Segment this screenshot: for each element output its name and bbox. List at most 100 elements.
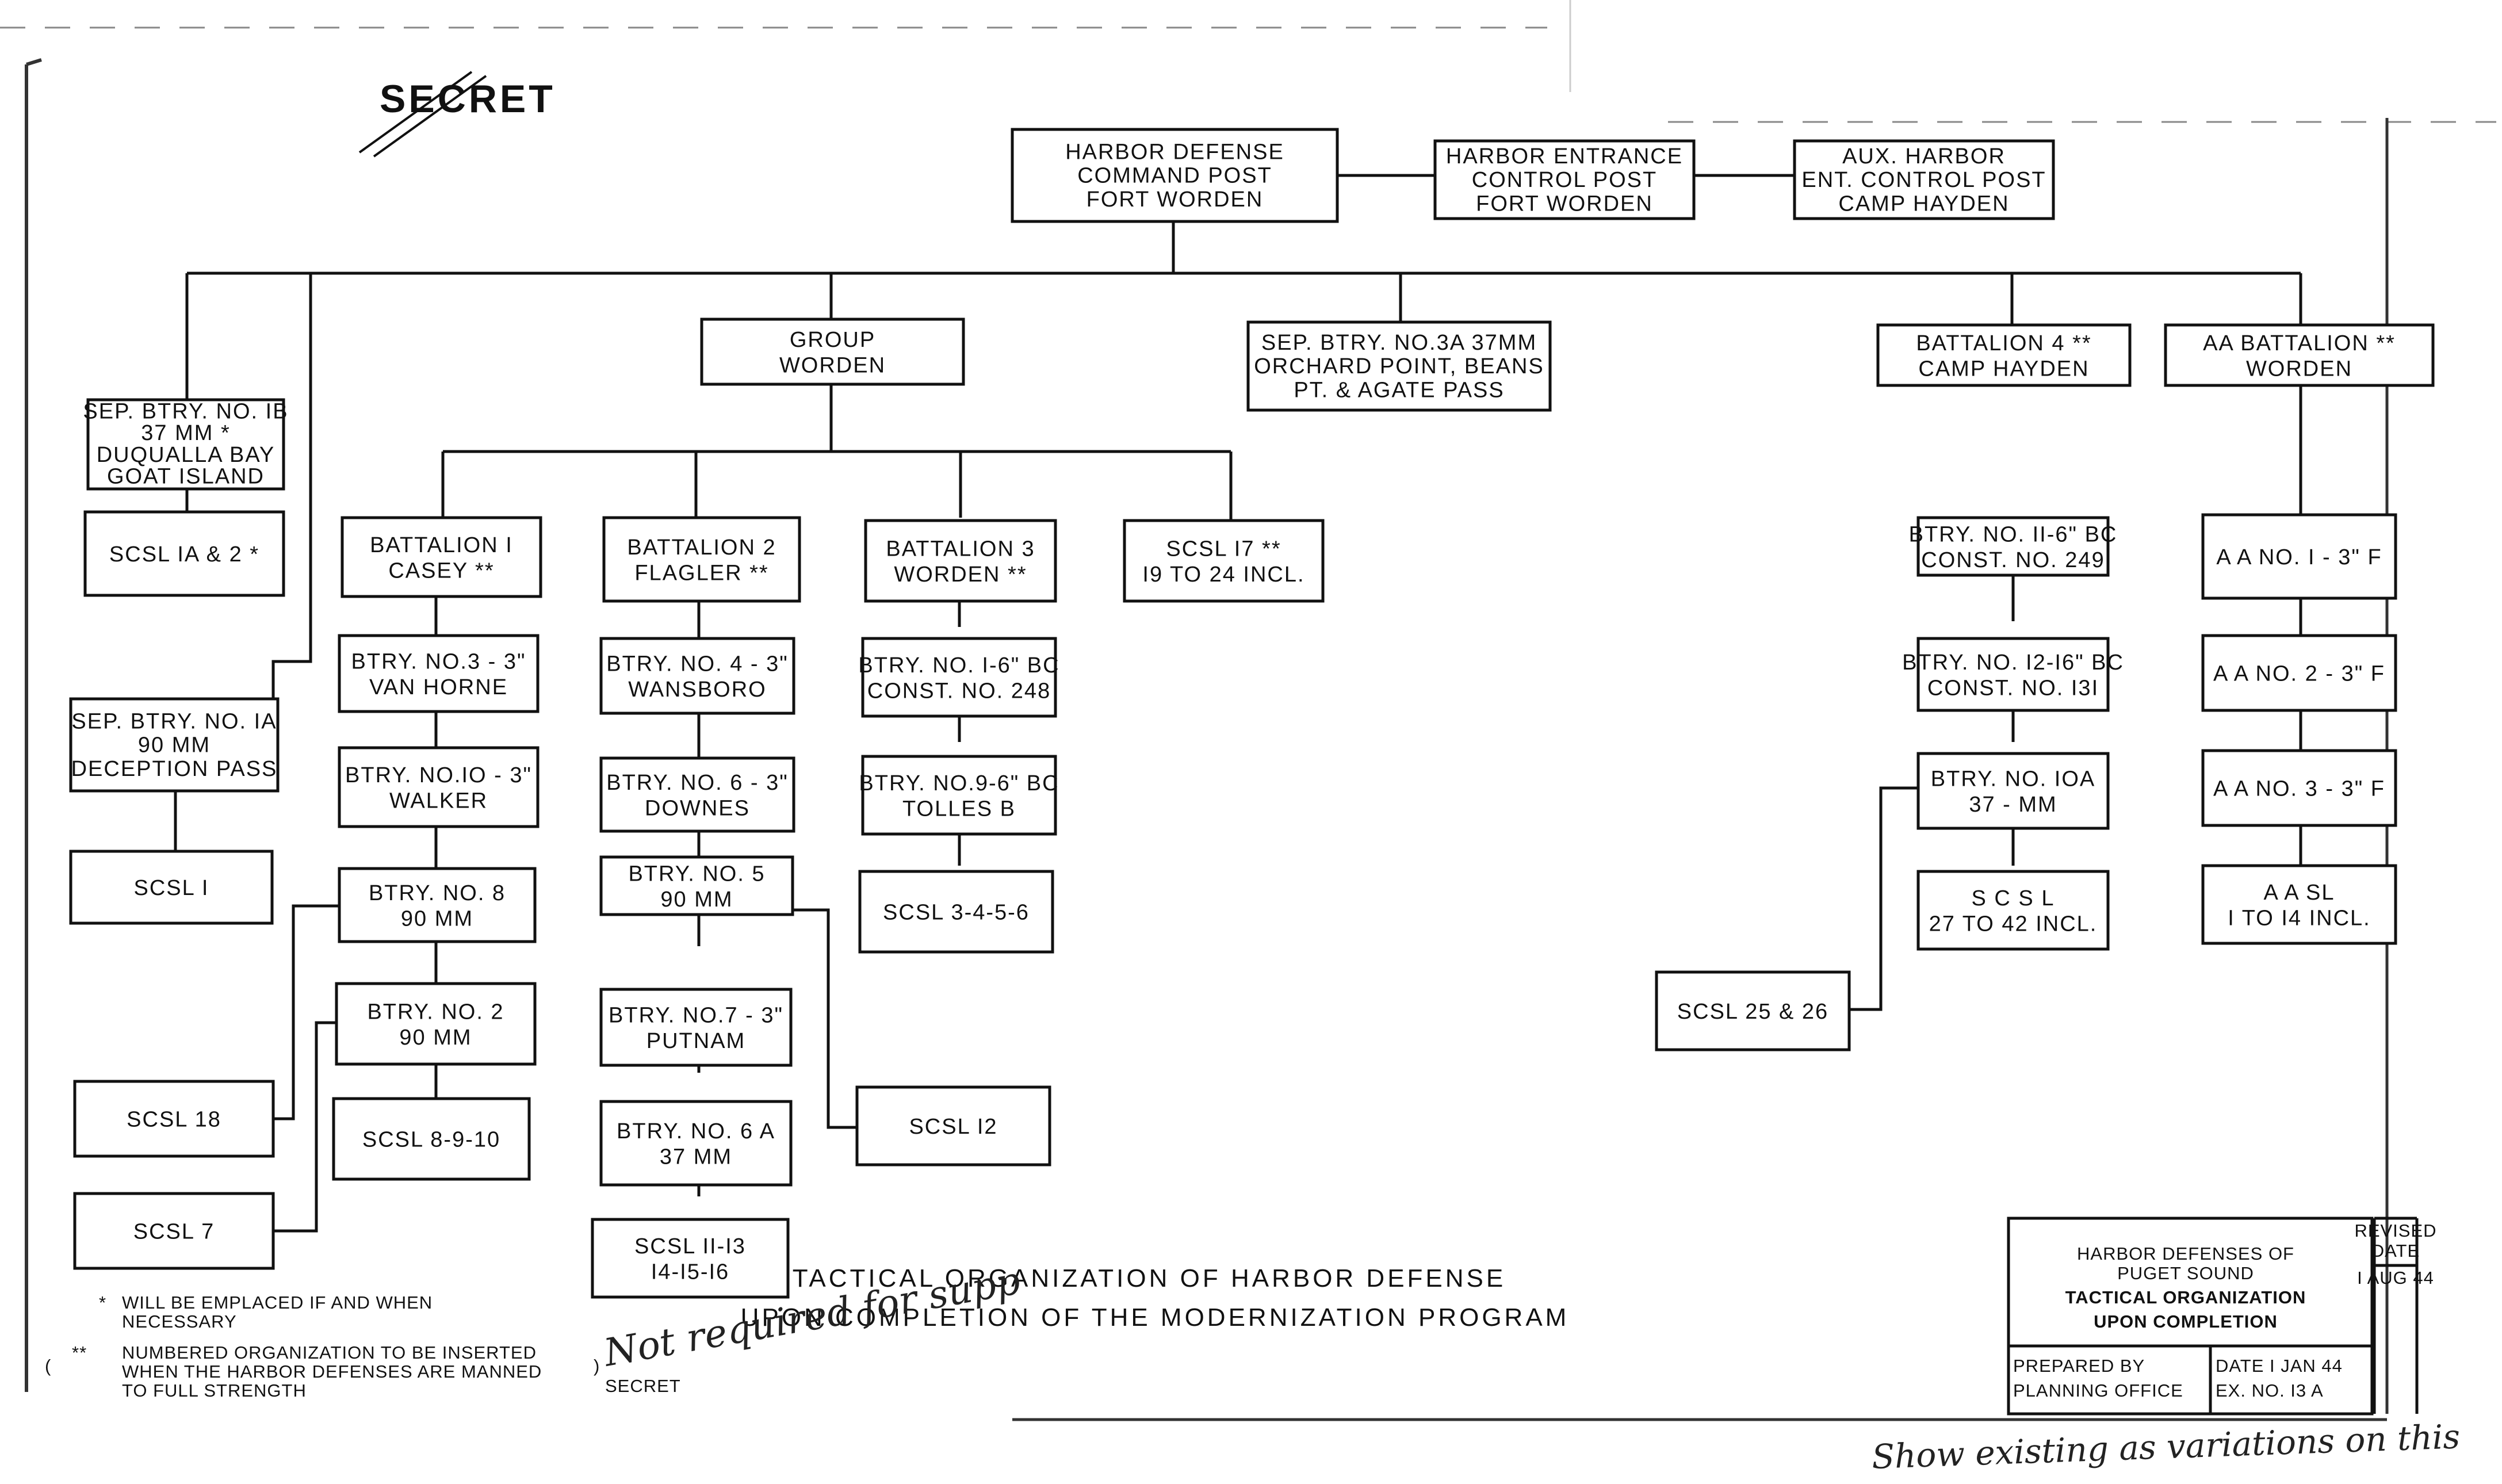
- org-box-label: BTRY. NO. 4 - 3": [606, 652, 789, 676]
- org-box-scsl3456: SCSL 3-4-5-6: [858, 870, 1054, 954]
- org-box-label: SCSL II-I3: [634, 1234, 746, 1259]
- org-box-b5: BTRY. NO. 590 MM: [599, 855, 794, 916]
- org-box-label: ENT. CONTROL POST: [1801, 168, 2046, 192]
- org-box-frame: [599, 756, 795, 833]
- revised-label-2: DATE: [2371, 1241, 2420, 1261]
- org-box-scsl2526: SCSL 25 & 26: [1655, 970, 1851, 1051]
- org-box-frame: [858, 870, 1054, 954]
- org-box-label: SCSL 25 & 26: [1677, 1000, 1828, 1024]
- org-box-frame: [1793, 139, 2055, 220]
- org-box-b8: BTRY. NO. 890 MM: [338, 867, 537, 943]
- org-box-label: BTRY. NO. 6 - 3": [606, 771, 789, 795]
- org-box-frame: [338, 746, 540, 828]
- org-box-scsl17: SCSL I7 **I9 TO 24 INCL.: [1123, 519, 1325, 603]
- org-box-label: WORDEN: [2246, 357, 2352, 381]
- org-box-label: BTRY. NO. II-6" BC: [1909, 522, 2118, 546]
- svg-text:): ): [594, 1356, 600, 1376]
- title-block-date: DATE I JAN 44: [2216, 1356, 2343, 1376]
- org-box-label: A A NO. I - 3" F: [2216, 545, 2382, 569]
- org-box-label: BTRY. NO. I2-I6" BC: [1902, 651, 2124, 675]
- org-box-label: VAN HORNE: [369, 675, 508, 699]
- org-box-frame: [332, 1097, 531, 1181]
- footnote-1-line1: WILL BE EMPLACED IF AND WHEN: [122, 1292, 433, 1313]
- org-box-label: CONST. NO. 249: [1921, 548, 2105, 572]
- org-box-label: BATTALION 3: [886, 537, 1035, 561]
- org-box-frame: [861, 755, 1057, 836]
- org-box-label: WANSBORO: [628, 678, 767, 702]
- org-box-frame: [599, 988, 793, 1067]
- org-box-label: 37 MM *: [141, 421, 230, 445]
- org-box-label: SCSL 8-9-10: [362, 1128, 500, 1152]
- org-box-label: PT. & AGATE PASS: [1294, 378, 1504, 402]
- title-block-heading-2: PUGET SOUND: [2117, 1263, 2254, 1283]
- org-box-label: CAMP HAYDEN: [1838, 192, 2009, 216]
- org-box-label: FLAGLER **: [634, 561, 768, 586]
- title-block-subject-2: UPON COMPLETION: [2094, 1311, 2278, 1332]
- revised-date: I AUG 44: [2357, 1268, 2434, 1288]
- org-box-scsl1: SCSL I: [69, 850, 274, 925]
- org-box-label: A A NO. 2 - 3" F: [2213, 662, 2385, 686]
- org-box-label: BATTALION 2: [627, 536, 776, 560]
- org-box-scsl8910: SCSL 8-9-10: [332, 1097, 531, 1181]
- org-box-label: CONTROL POST: [1472, 168, 1657, 192]
- org-box-frame: [1433, 139, 1696, 220]
- org-box-label: SEP. BTRY. NO. IA: [71, 709, 277, 733]
- revised-label-1: REVISED: [2354, 1221, 2436, 1241]
- org-box-label: BTRY. NO.3 - 3": [351, 649, 526, 674]
- org-box-label: CONST. NO. 248: [867, 679, 1051, 703]
- org-box-frame: [1876, 323, 2132, 387]
- org-box-label: BTRY. NO. 8: [369, 881, 506, 905]
- org-box-frame: [2201, 634, 2397, 712]
- org-box-b6a: BTRY. NO. 6 A37 MM: [599, 1100, 793, 1187]
- org-box-label: 90 MM: [660, 888, 733, 912]
- chart-title-line1: TACTICAL ORGANIZATION OF HARBOR DEFENSE: [793, 1264, 1506, 1292]
- org-box-frame: [1916, 637, 2110, 712]
- org-box-label: WORDEN: [779, 354, 886, 378]
- prepared-by-1: PREPARED BY: [2013, 1356, 2145, 1376]
- prepared-by-2: PLANNING OFFICE: [2013, 1380, 2183, 1401]
- org-box-frame: [1655, 970, 1851, 1051]
- org-box-label: HARBOR DEFENSE: [1065, 140, 1284, 164]
- org-box-frame: [69, 850, 274, 925]
- org-box-label: BTRY. NO. 2: [367, 1000, 504, 1024]
- org-box-frame: [86, 398, 285, 491]
- classification-stamp: SECRET: [358, 71, 553, 158]
- org-box-label: S C S L: [1972, 886, 2055, 911]
- org-box-label: A A SL: [2264, 881, 2335, 905]
- footnotes: * WILL BE EMPLACED IF AND WHEN NECESSARY…: [45, 1292, 680, 1401]
- org-box-frame: [700, 318, 965, 386]
- org-box-label: CASEY **: [388, 559, 494, 583]
- org-box-b6: BTRY. NO. 6 - 3"DOWNES: [599, 756, 795, 833]
- org-box-label: AUX. HARBOR: [1842, 144, 2006, 169]
- org-box-label: SCSL I2: [909, 1115, 997, 1139]
- org-box-label: TOLLES B: [902, 797, 1016, 821]
- org-box-frame: [1916, 752, 2110, 830]
- org-box-label: SCSL 3-4-5-6: [883, 901, 1030, 925]
- org-box-label: SEP. BTRY. NO. IB: [83, 399, 288, 423]
- chart-title-line2: UPON COMPLETION OF THE MODERNIZATION PRO…: [741, 1303, 1570, 1332]
- org-box-frame: [73, 1080, 275, 1158]
- org-box-aa1: A A NO. I - 3" F: [2201, 513, 2397, 600]
- org-box-label: HARBOR ENTRANCE: [1446, 144, 1683, 169]
- footnote-2-line1: NUMBERED ORGANIZATION TO BE INSERTED: [122, 1343, 537, 1363]
- org-box-label: BTRY. NO. IOA: [1931, 767, 2095, 791]
- org-box-scsl1a2: SCSL IA & 2 *: [83, 510, 285, 597]
- org-box-label: SCSL 7: [133, 1220, 215, 1244]
- org-box-label: BATTALION I: [370, 533, 513, 557]
- org-box-label: A A NO. 3 - 3" F: [2213, 777, 2385, 801]
- org-box-label: GOAT ISLAND: [107, 465, 265, 489]
- org-box-frame: [73, 1192, 275, 1270]
- org-box-frame: [599, 1100, 793, 1187]
- org-box-frame: [864, 519, 1057, 603]
